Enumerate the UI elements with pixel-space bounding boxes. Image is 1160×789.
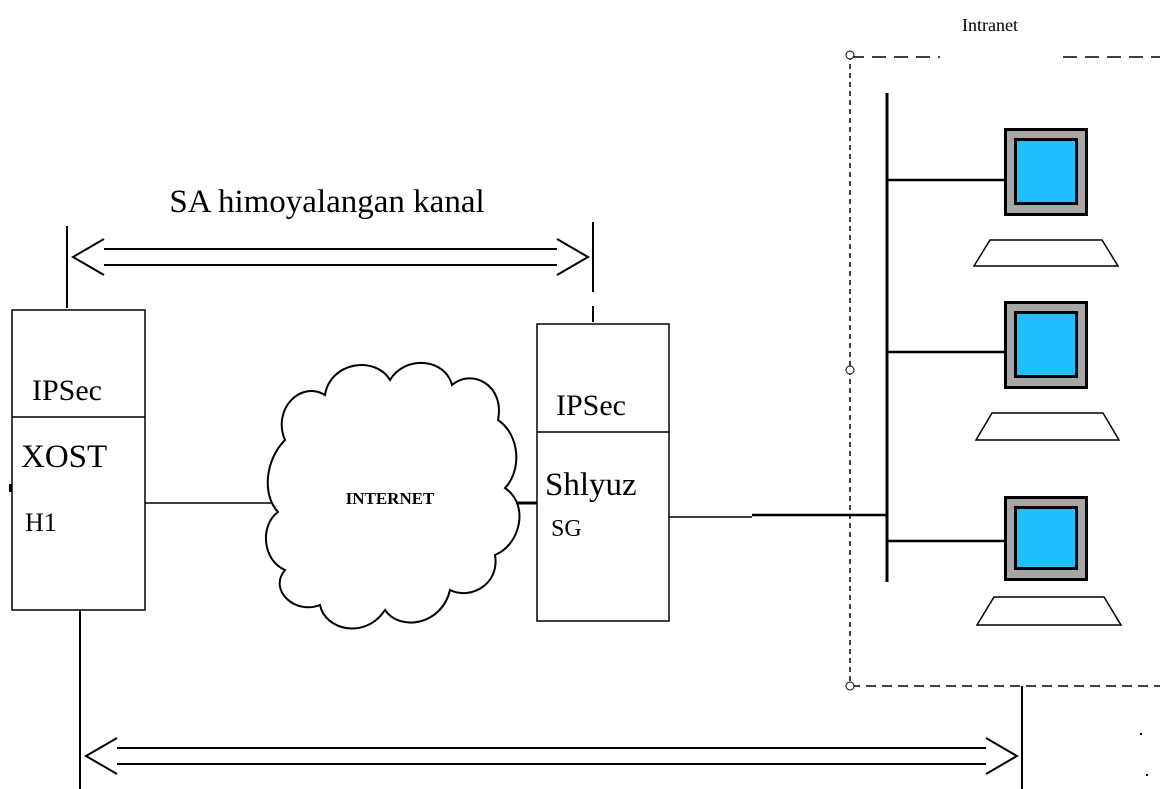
host-id-label: H1 [25, 508, 57, 537]
bottom-channel-arrow [79, 610, 1023, 789]
edge-marks [9, 484, 1148, 776]
gateway-id-label: SG [551, 516, 582, 542]
computer-icon [975, 496, 1123, 626]
computer-icon [974, 301, 1121, 441]
internet-label: INTERNET [346, 489, 435, 508]
host-name-label: XOST [21, 439, 107, 475]
channel-label: SA himoyalangan kanal [169, 184, 484, 220]
gateway-box: IPSec Shlyuz SG [536, 323, 670, 622]
host-box: IPSec XOST H1 [11, 309, 146, 611]
workstation-1 [887, 128, 1120, 267]
intranet-boundary [845, 50, 1160, 691]
host-ipsec-label: IPSec [32, 374, 102, 407]
internet-cloud: INTERNET [265, 362, 521, 630]
sa-channel-arrow [66, 222, 594, 322]
computer-icon [972, 128, 1120, 267]
workstation-2 [887, 301, 1121, 441]
gateway-ipsec-label: IPSec [556, 389, 626, 422]
intranet-label: Intranet [962, 15, 1018, 35]
gateway-bus-link [669, 513, 887, 518]
workstation-3 [887, 496, 1123, 626]
cloud-icon [265, 362, 521, 630]
gateway-name-label: Shlyuz [545, 467, 637, 503]
